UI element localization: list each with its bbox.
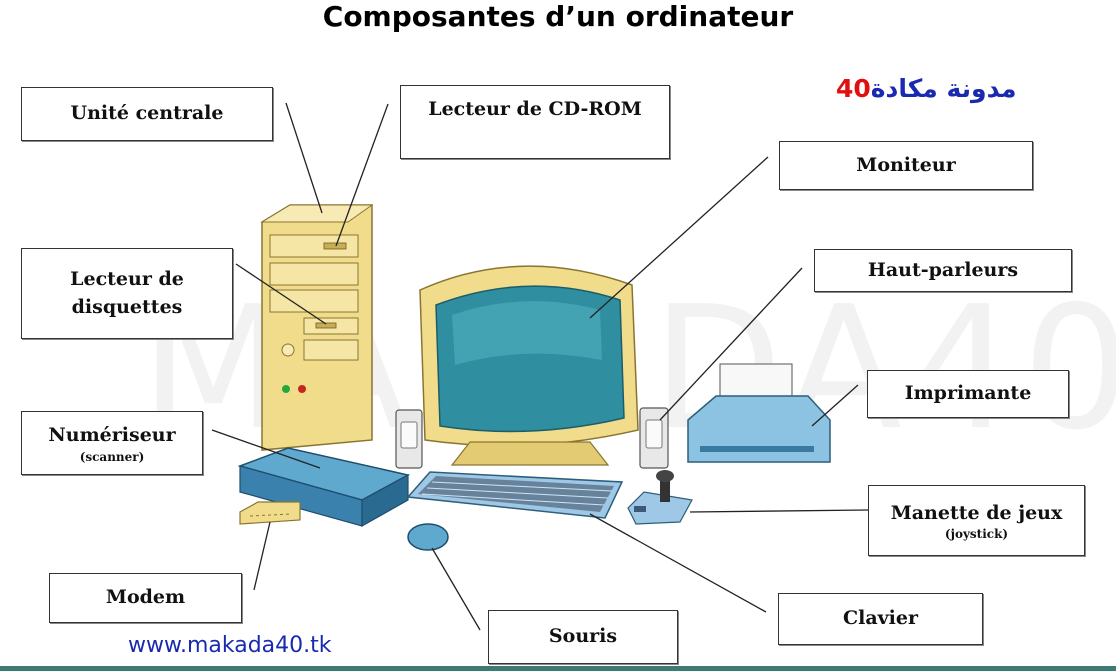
printer [687, 363, 831, 463]
tower [260, 204, 374, 451]
blog-name-text: مدونة مكادة [870, 74, 1017, 103]
keyboard [406, 471, 624, 519]
modem [239, 501, 301, 525]
joystick [627, 470, 693, 525]
page-title: Composantes d’un ordinateur [322, 0, 794, 33]
speakers [395, 407, 669, 469]
label-text: Lecteur de CD-ROM [428, 98, 642, 120]
label-modem: Modem [49, 573, 242, 623]
monitor [419, 265, 639, 466]
label-haut-parleurs: Haut-parleurs [814, 249, 1072, 292]
label-text: Moniteur [856, 153, 956, 176]
label-lecteur-cd-rom: Lecteur de CD-ROM [400, 85, 670, 159]
label-text: Imprimante [904, 382, 1032, 405]
label-subtext: (scanner) [79, 449, 145, 464]
label-souris: Souris [488, 610, 678, 664]
bottom-divider [0, 666, 1116, 671]
label-numeriseur: Numériseur (scanner) [21, 411, 203, 475]
blog-name-number: 40 [836, 74, 871, 103]
label-moniteur: Moniteur [779, 141, 1033, 190]
label-text-line1: Lecteur de [70, 267, 184, 290]
label-text: Modem [105, 586, 186, 609]
site-url: www.makada40.tk [128, 633, 332, 658]
label-text: Haut-parleurs [867, 258, 1019, 281]
label-subtext: (joystick) [944, 527, 1009, 542]
blog-name: مدونة مكادة40 [836, 74, 1017, 103]
label-manette-de-jeux: Manette de jeux (joystick) [868, 485, 1085, 556]
label-text: Souris [548, 625, 618, 648]
scanner [237, 447, 411, 528]
label-text: Unité centrale [70, 102, 224, 125]
label-text: Numériseur [48, 424, 176, 447]
label-clavier: Clavier [778, 593, 983, 645]
label-lecteur-disquettes: Lecteur de disquettes [21, 248, 233, 339]
mouse [407, 523, 449, 551]
label-text: Clavier [842, 607, 918, 630]
label-unite-centrale: Unité centrale [21, 87, 273, 141]
label-text-line2: disquettes [71, 295, 183, 318]
leader-lines [211, 102, 869, 631]
label-imprimante: Imprimante [867, 370, 1069, 418]
label-text: Manette de jeux [890, 501, 1063, 524]
